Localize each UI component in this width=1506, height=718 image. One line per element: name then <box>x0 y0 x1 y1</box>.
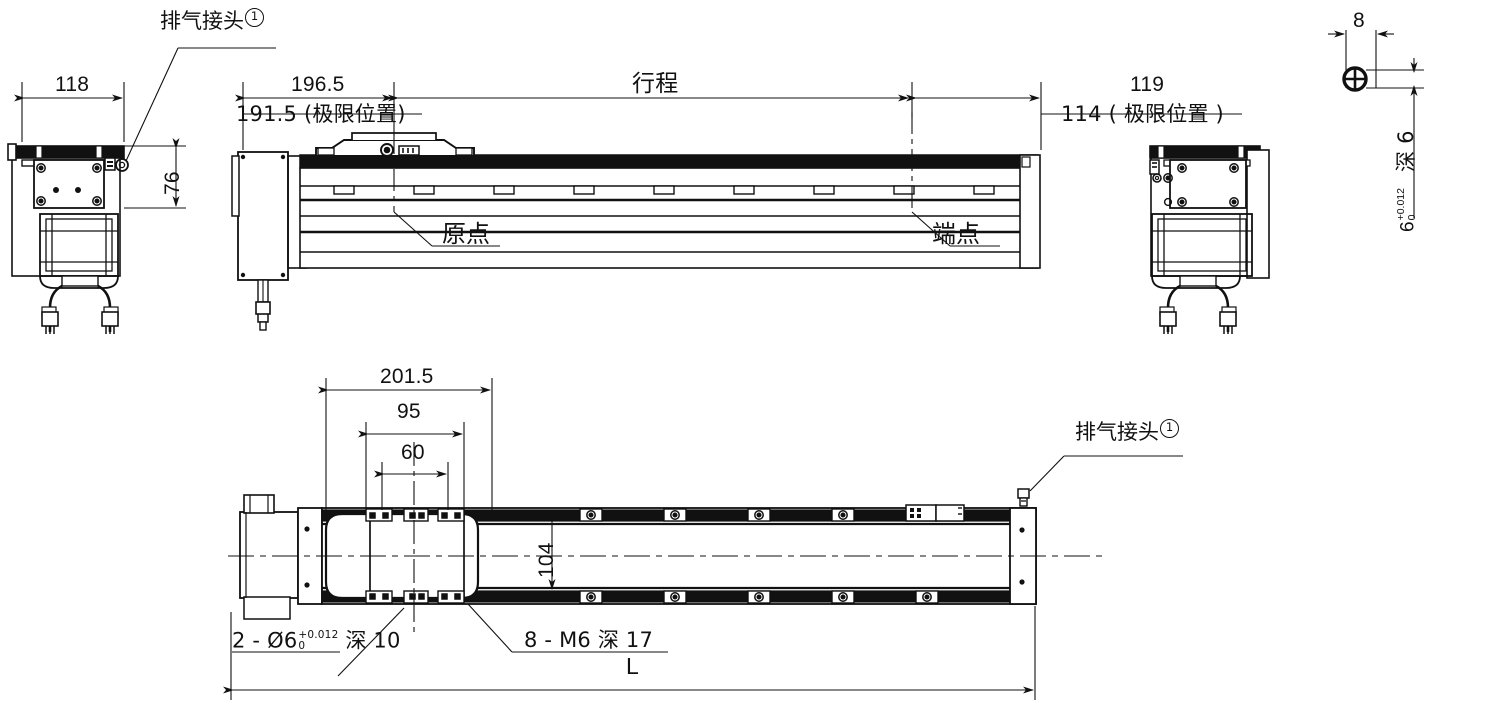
leader-exhaust-left <box>125 47 276 162</box>
ref-number-1-plan: 1 <box>1160 419 1179 438</box>
overall-length-L-label: L <box>626 653 639 679</box>
leader-endpoint <box>911 211 1000 247</box>
origin-point-label: 原点 <box>442 220 490 248</box>
plan-view-geometry <box>228 488 1104 620</box>
tapped-hole-callout: 8 - M6 深 17 <box>524 628 654 652</box>
dim-119-label: 119 <box>1130 73 1165 96</box>
plan-dims <box>223 378 1183 700</box>
dim-118 <box>14 82 125 142</box>
end-point-label: 端点 <box>932 220 980 248</box>
dim-76 <box>124 138 186 209</box>
dim-118-label: 118 <box>55 73 90 96</box>
plan-dim-60-label: 60 <box>401 441 425 464</box>
left-end-view-geometry <box>7 143 129 334</box>
dim-196-5-label: 196.5 <box>291 73 345 96</box>
ref-number-1-left: 1 <box>245 8 264 27</box>
plan-dim-201-5-label: 201.5 <box>380 365 434 388</box>
right-end-view-geometry <box>1149 145 1270 334</box>
plan-dim-104-label: 104 <box>535 542 558 578</box>
dim-191-5-limit-label: 191.5 (极限位置) <box>236 102 406 126</box>
plan-dim-95-label: 95 <box>397 400 421 423</box>
leader-origin <box>393 211 500 247</box>
detail-dim-8-label: 8 <box>1353 9 1365 32</box>
detail-view-geometry <box>1328 30 1424 218</box>
centerlines-front <box>393 112 913 212</box>
dim-chain-front <box>235 82 1242 150</box>
front-side-view-geometry <box>231 132 1041 331</box>
detail-depth-6-label: 深 6 <box>1394 130 1418 172</box>
stroke-label: 行程 <box>632 71 679 97</box>
dim-76-label: 76 <box>161 171 184 195</box>
dim-114-limit-label: 114 ( 极限位置 ) <box>1061 102 1224 126</box>
